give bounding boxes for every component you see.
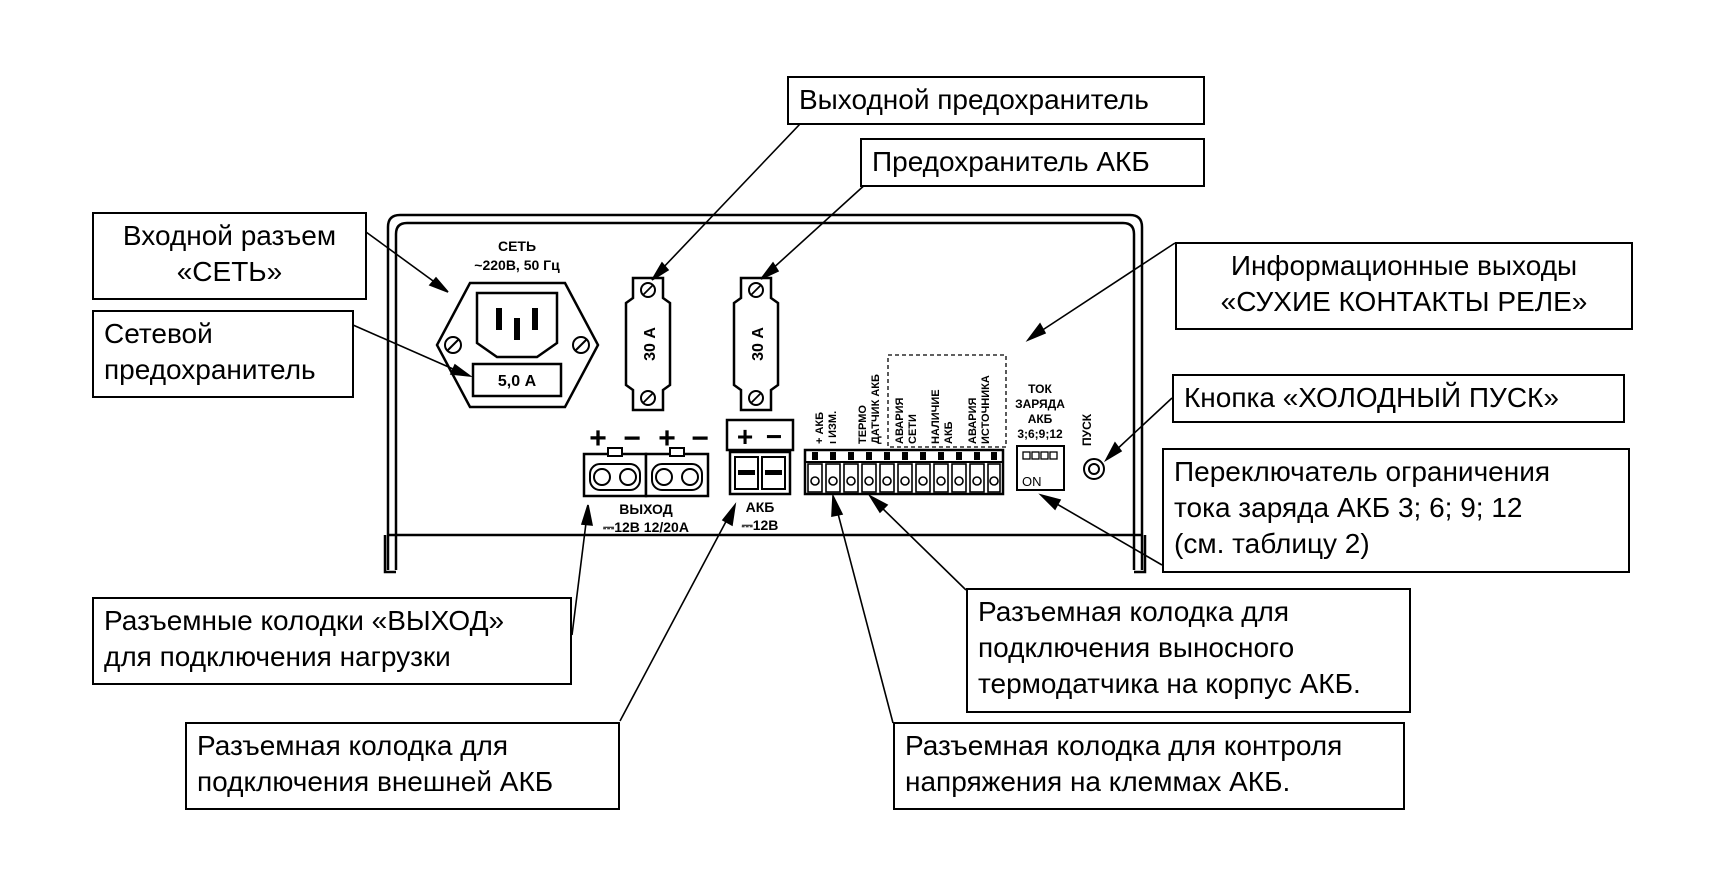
- svg-text:−: −: [766, 421, 782, 452]
- mains-fuse-rating: 5,0 А: [498, 373, 537, 390]
- svg-text:−: −: [623, 422, 641, 455]
- svg-text:ТОК: ТОК: [1028, 382, 1052, 396]
- output-terminals-callout: Разъемные колодки «ВЫХОД» для подключени…: [92, 597, 572, 685]
- signal-terminal-strip: + АКБ ı ИЗМ. ТЕРМО ДАТЧИК АКБ АВАРИЯ СЕТ…: [803, 354, 1007, 496]
- svg-text:−: −: [691, 422, 709, 455]
- cold-start-callout: Кнопка «ХОЛОДНЫЙ ПУСК»: [1172, 374, 1625, 423]
- svg-text:+: +: [737, 421, 753, 452]
- svg-text:ON: ON: [1022, 474, 1042, 489]
- svg-text:⎓12В 12/20А: ⎓12В 12/20А: [603, 519, 689, 535]
- mains-socket-callout: Входной разъем «СЕТЬ»: [92, 212, 367, 300]
- svg-text:ИСТОЧНИКА: ИСТОЧНИКА: [980, 375, 992, 444]
- svg-text:⎓12В: ⎓12В: [742, 517, 779, 533]
- svg-text:30 А: 30 А: [750, 327, 767, 361]
- svg-text:СЕТЬ: СЕТЬ: [498, 238, 536, 254]
- output-terminal-block: + − + − ВЫХОД ⎓12В 12/20А: [582, 422, 710, 535]
- socket-pin-icon: [532, 308, 538, 330]
- svg-text:СЕТИ: СЕТИ: [907, 414, 919, 444]
- svg-text:30 А: 30 А: [642, 327, 659, 361]
- battery-fuse: 30 А: [732, 276, 780, 412]
- output-fuse: 30 А: [624, 276, 672, 412]
- device-panel: [383, 213, 1147, 574]
- mains-fuse-holder: [471, 362, 563, 398]
- svg-text:АВАРИЯ: АВАРИЯ: [967, 397, 979, 444]
- battery-terminal-block: + − АКБ ⎓12В: [725, 418, 795, 533]
- socket-pin-icon: [496, 308, 502, 330]
- svg-text:ЗАРЯДА: ЗАРЯДА: [1015, 397, 1065, 411]
- svg-text:3;6;9;12: 3;6;9;12: [1017, 427, 1063, 441]
- thermo-terminal-callout: Разъемная колодка для подключения выносн…: [966, 588, 1411, 713]
- relay-outputs-frame: [887, 354, 1007, 448]
- charge-switch-callout: Переключатель ограничения тока заряда АК…: [1162, 448, 1630, 573]
- svg-text:ПУСК: ПУСК: [1080, 413, 1094, 446]
- svg-text:ı ИЗМ.: ı ИЗМ.: [827, 411, 839, 444]
- charge-current-switch: ТОК ЗАРЯДА АКБ 3;6;9;12 ON: [1015, 382, 1065, 491]
- svg-text:+: +: [658, 422, 676, 455]
- svg-text:НАЛИЧИЕ: НАЛИЧИЕ: [930, 389, 942, 444]
- socket-pin-icon: [514, 318, 520, 340]
- screw-icon: [444, 336, 462, 354]
- output-fuse-callout: Выходной предохранитель: [787, 76, 1205, 125]
- mains-fuse-callout: Сетевой предохранитель: [92, 310, 354, 398]
- mains-socket: СЕТЬ ~220В, 50 Гц 5,0 А: [435, 238, 600, 409]
- svg-text:+ АКБ: + АКБ: [814, 412, 826, 444]
- svg-text:+: +: [589, 422, 607, 455]
- svg-text:АКБ: АКБ: [943, 421, 955, 444]
- svg-text:ДАТЧИК АКБ: ДАТЧИК АКБ: [870, 374, 882, 444]
- svg-text:АКБ: АКБ: [746, 499, 775, 515]
- cold-start-button: ПУСК: [1080, 413, 1105, 480]
- voltage-terminal-callout: Разъемная колодка для контроля напряжени…: [893, 722, 1405, 810]
- battery-terminal-callout: Разъемная колодка для подключения внешне…: [185, 722, 620, 810]
- svg-text:АВАРИЯ: АВАРИЯ: [894, 397, 906, 444]
- info-outputs-callout: Информационные выходы «СУХИЕ КОНТАКТЫ РЕ…: [1175, 242, 1633, 330]
- svg-text:АКБ: АКБ: [1028, 412, 1053, 426]
- leader-lines: [352, 123, 1176, 724]
- svg-text:ВЫХОД: ВЫХОД: [619, 501, 672, 517]
- screw-icon: [572, 336, 590, 354]
- svg-text:~220В, 50 Гц: ~220В, 50 Гц: [474, 257, 560, 273]
- battery-fuse-callout: Предохранитель АКБ: [860, 138, 1205, 187]
- svg-text:ТЕРМО: ТЕРМО: [857, 405, 869, 444]
